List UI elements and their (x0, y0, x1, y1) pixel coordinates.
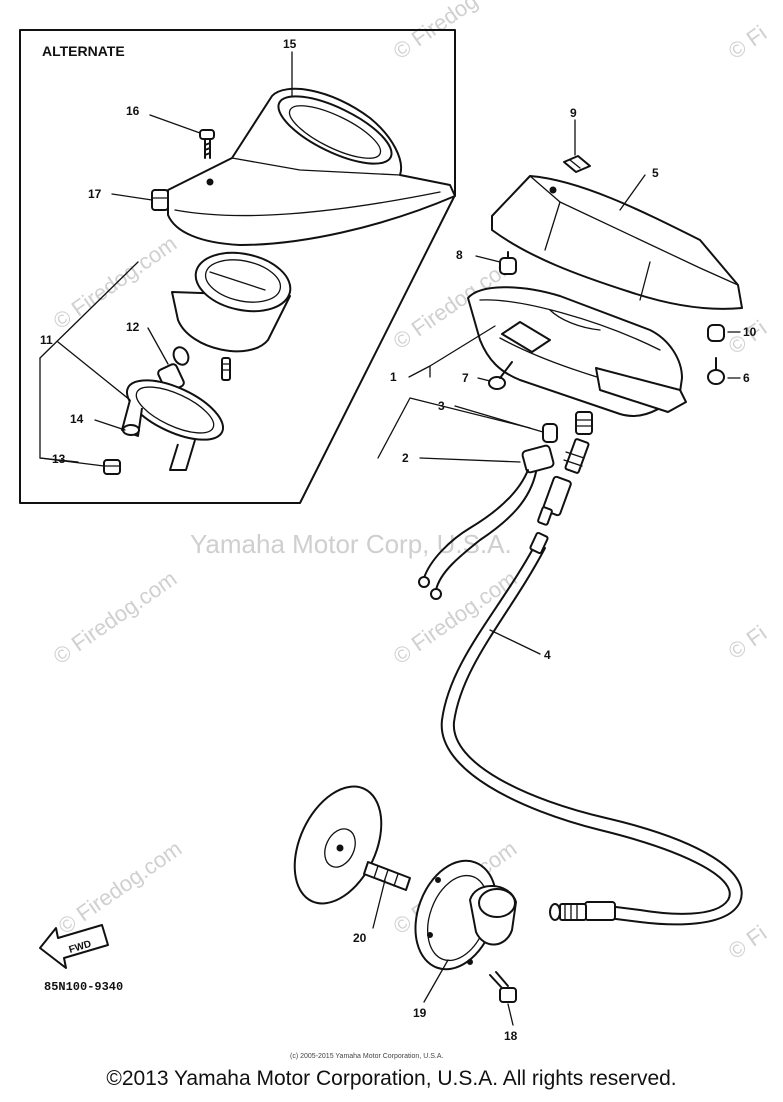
cable-top-connector (537, 438, 590, 526)
callout-9: 9 (570, 106, 577, 120)
callout-3: 3 (438, 399, 445, 413)
watermark: © Firedog.com (389, 566, 522, 669)
bolt-part-18 (489, 971, 517, 1003)
socket-wires-part-2 (418, 444, 555, 600)
alternate-meter-body (171, 251, 292, 381)
callout-4: 4 (544, 648, 551, 662)
speedometer-cable-part-4 (440, 531, 743, 926)
alternate-inset: ALTERNATE (19, 29, 456, 504)
watermark: © Fi (724, 620, 772, 664)
meter-cover-part-5 (491, 175, 743, 310)
callout-6: 6 (743, 371, 750, 385)
watermark: © Firedog (389, 0, 483, 64)
watermark: © Firedog.com (49, 566, 182, 669)
callout-20: 20 (353, 931, 367, 945)
callout-15: 15 (283, 37, 297, 51)
watermark-layer: © Firedog.com © Firedog.com © Firedog.co… (49, 0, 772, 964)
meter-housing-part-1 (467, 286, 687, 417)
callout-2: 2 (402, 451, 409, 465)
callout-16: 16 (126, 104, 140, 118)
callout-19: 19 (413, 1006, 427, 1020)
grommet-part-17 (151, 189, 169, 211)
callout-13: 13 (52, 452, 66, 466)
watermark: © Firedog.com (49, 231, 182, 334)
callout-5: 5 (652, 166, 659, 180)
shaft-part-20 (363, 861, 411, 891)
alternate-label: ALTERNATE (42, 43, 125, 59)
watermark-center: Yamaha Motor Corp, U.S.A. (190, 529, 512, 559)
part-code: 85N100-9340 (44, 980, 123, 994)
screw-part-16 (199, 129, 215, 159)
bulb-part-3 (542, 411, 593, 443)
callout-17: 17 (88, 187, 102, 201)
grommet-part-8 (499, 251, 517, 275)
grommet-part-9 (563, 155, 591, 173)
callout-11: 11 (40, 333, 53, 347)
callout-14: 14 (70, 412, 84, 426)
inset-border (19, 29, 456, 504)
callout-10: 10 (743, 325, 757, 339)
small-credit: (c) 2005-2015 Yamaha Motor Corporation, … (290, 1053, 443, 1060)
copyright-notice: ©2013 Yamaha Motor Corporation, U.S.A. A… (106, 1067, 677, 1090)
screw-part-7 (488, 361, 513, 390)
callout-8: 8 (456, 248, 463, 262)
fwd-arrow-icon: FWD (39, 924, 109, 969)
leader-lines (39, 51, 741, 1026)
callout-7: 7 (462, 371, 469, 385)
nut-part-13 (103, 459, 121, 475)
callout-numbers: 15 16 17 12 11 14 13 9 5 8 10 6 1 7 3 2 … (40, 37, 757, 1043)
callout-18: 18 (504, 1029, 518, 1043)
callout-1: 1 (390, 370, 397, 384)
watermark: © Fi (724, 20, 772, 64)
visor-cone-part-15 (167, 87, 456, 246)
screw-part-6 (707, 357, 725, 385)
callout-12: 12 (126, 320, 140, 334)
gear-unit-part-19 (414, 859, 517, 971)
grommet-part-10 (707, 324, 725, 342)
disc-rotor (293, 785, 383, 905)
watermark: © Firedog.com (54, 836, 187, 939)
watermark: © Fi (724, 920, 772, 964)
